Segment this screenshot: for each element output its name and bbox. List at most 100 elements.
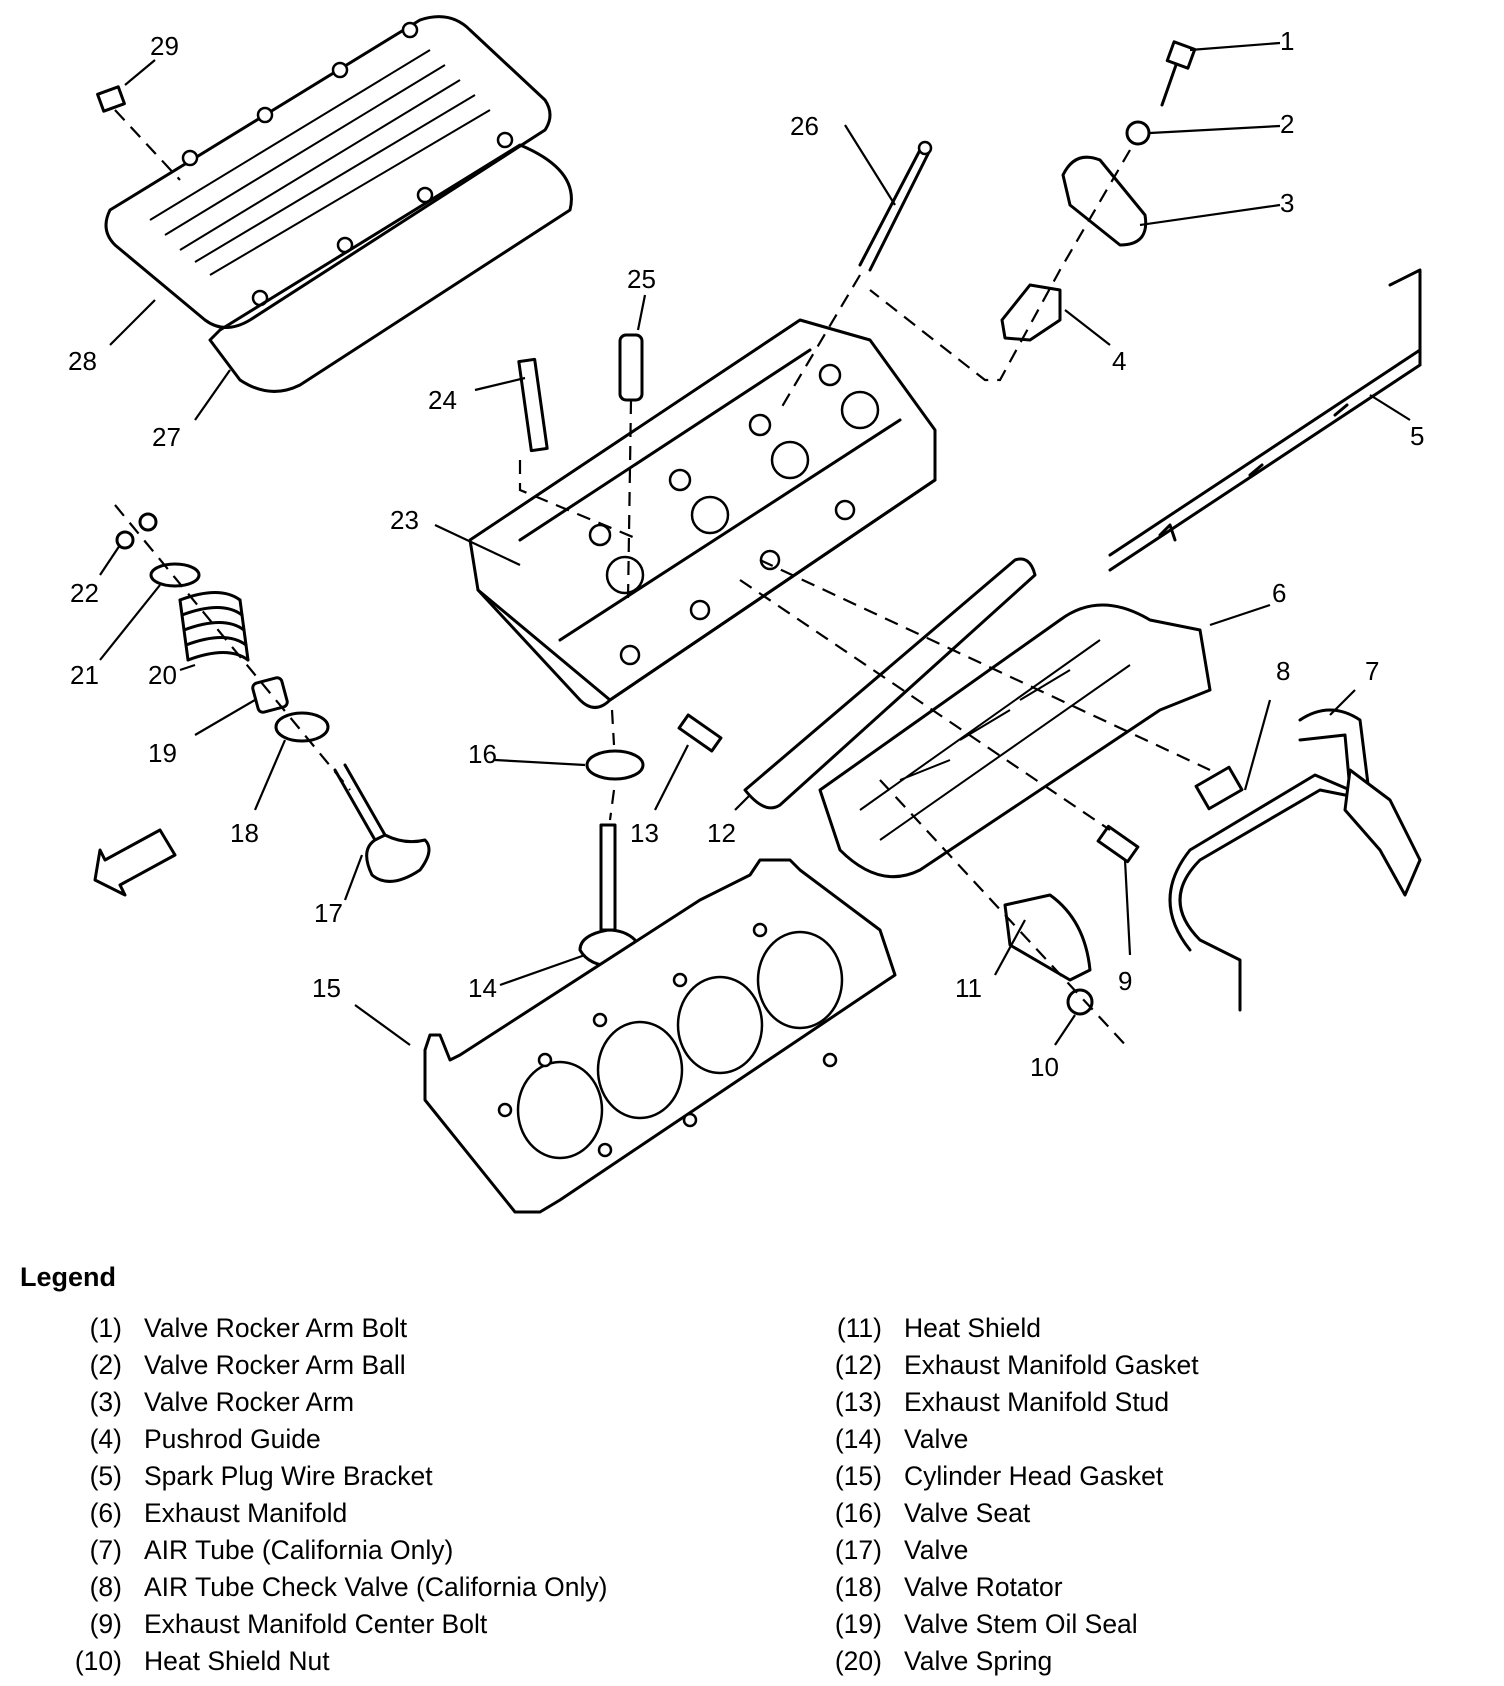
- legend-item-number: (4): [89, 1424, 122, 1454]
- legend-item: (15) Cylinder Head Gasket: [820, 1458, 1199, 1495]
- legend-item-number: (3): [89, 1387, 122, 1417]
- legend-item-number: (1): [89, 1313, 122, 1343]
- heat-shield-nut: [1066, 988, 1094, 1016]
- heat-shield-dash: [879, 779, 1131, 1051]
- rocker-cover-bolt: [96, 85, 181, 181]
- legend-item: (17) Valve: [820, 1532, 1199, 1569]
- rocker-arm-ball: [1125, 120, 1151, 146]
- gasket-dash: [759, 559, 1211, 771]
- valve-rocker-arm-cover: [104, 15, 552, 329]
- legend-item-number: (7): [89, 1535, 122, 1565]
- legend-title: Legend: [20, 1262, 117, 1292]
- callout-28: 28: [68, 346, 97, 376]
- legend-item: (12)Exhaust Manifold Gasket: [820, 1347, 1199, 1384]
- exhaust-manifold: [818, 603, 1212, 879]
- legend-item: (19) Valve Stem Oil Seal: [820, 1606, 1199, 1643]
- legend-item-label: Exhaust Manifold Center Bolt: [144, 1609, 488, 1639]
- legend-item: (10) Heat Shield Nut: [60, 1643, 607, 1680]
- callout-1: 1: [1280, 26, 1294, 56]
- callout-7: 7: [1365, 656, 1379, 686]
- exhaust-center-bolt: [1096, 824, 1140, 864]
- callout-10: 10: [1030, 1052, 1059, 1082]
- rocker-cover-gasket: [208, 143, 573, 393]
- head-bolt: [517, 357, 641, 542]
- dowel-sleeve: [618, 333, 644, 601]
- legend-item: (7) AIR Tube (California Only): [60, 1532, 607, 1569]
- legend-item-number: (8): [89, 1572, 122, 1602]
- pushrod: [779, 140, 933, 411]
- legend-item-number: (18): [834, 1572, 882, 1602]
- callout-17: 17: [314, 898, 343, 928]
- rocker-arm-bolt: [1160, 40, 1197, 107]
- legend-item: (9) Exhaust Manifold Center Bolt: [60, 1606, 607, 1643]
- valve-rotator: [274, 711, 330, 743]
- callout-5: 5: [1410, 421, 1424, 451]
- legend-item-label: Heat Shield: [904, 1313, 1042, 1343]
- valve-dash: [608, 709, 616, 821]
- legend-item-number: (11): [836, 1313, 882, 1343]
- callout-9: 9: [1118, 966, 1132, 996]
- legend-item-label: Valve Rotator: [904, 1572, 1063, 1602]
- legend-item-number: (19): [834, 1609, 882, 1639]
- spark-plug-wire-bracket: [1108, 268, 1422, 572]
- legend-item-label: Pushrod Guide: [144, 1424, 321, 1454]
- legend-item-label: AIR Tube (California Only): [144, 1535, 454, 1565]
- callout-22: 22: [70, 578, 99, 608]
- leader-lines: [99, 41, 1411, 1046]
- cylinder-head-gasket: [423, 858, 897, 1214]
- legend-item-number: (6): [89, 1498, 122, 1528]
- valve-train-dash: [114, 504, 351, 791]
- legend-item-number: (15): [834, 1461, 882, 1491]
- legend-item-number: (16): [834, 1498, 882, 1528]
- legend-item: (18) Valve Rotator: [820, 1569, 1199, 1606]
- callout-8: 8: [1276, 656, 1290, 686]
- legend-item-label: Cylinder Head Gasket: [904, 1461, 1164, 1491]
- legend-item: (20)Valve Spring: [820, 1643, 1199, 1680]
- callout-12: 12: [707, 818, 736, 848]
- legend-item-label: Heat Shield Nut: [144, 1646, 330, 1676]
- legend-item: (16)Valve Seat: [820, 1495, 1199, 1532]
- legend-item: (3)Valve Rocker Arm: [60, 1384, 607, 1421]
- callout-14: 14: [468, 973, 497, 1003]
- legend-item: (5)Spark Plug Wire Bracket: [60, 1458, 607, 1495]
- valve-spring-cap: [149, 562, 201, 588]
- callout-27: 27: [152, 422, 181, 452]
- callout-15: 15: [312, 973, 341, 1003]
- stud-dash: [739, 579, 1111, 831]
- exhaust-manifold-stud: [677, 713, 723, 753]
- callout-6: 6: [1272, 578, 1286, 608]
- valve-spring: [178, 591, 250, 662]
- legend-item-number: (10): [74, 1646, 122, 1676]
- rocker-arm: [1061, 155, 1148, 247]
- callout-3: 3: [1280, 188, 1294, 218]
- valve-seat: [585, 749, 645, 781]
- callout-29: 29: [150, 31, 179, 61]
- legend-item-number: (12): [834, 1350, 882, 1380]
- exhaust-valve: [333, 763, 431, 883]
- legend-item-number: (2): [89, 1350, 122, 1380]
- legend-list-right: (11) Heat Shield (12)Exhaust Manifold Gas…: [820, 1310, 1199, 1680]
- legend-item-number: (9): [89, 1609, 122, 1639]
- legend-item-number: (5): [89, 1461, 122, 1491]
- callout-21: 21: [70, 660, 99, 690]
- valve-keeper-2: [138, 512, 158, 532]
- front-direction-arrow: [93, 828, 177, 897]
- callout-16: 16: [468, 739, 497, 769]
- legend-item-label: AIR Tube Check Valve (California Only): [144, 1572, 608, 1602]
- legend-list-left: (1)Valve Rocker Arm Bolt (2)Valve Rocker…: [60, 1310, 608, 1680]
- callout-13: 13: [630, 818, 659, 848]
- legend-item-label: Valve Stem Oil Seal: [904, 1609, 1138, 1639]
- cylinder-head: [468, 318, 937, 709]
- pushrod-guide: [1000, 283, 1062, 342]
- legend-item-label: Valve: [904, 1535, 969, 1565]
- legend-item-label: Exhaust Manifold: [144, 1498, 348, 1528]
- air-tube: [1168, 708, 1372, 1012]
- callout-23: 23: [390, 505, 419, 535]
- legend-item-label: Valve: [904, 1424, 969, 1454]
- legend-item-label: Valve Rocker Arm Bolt: [144, 1313, 408, 1343]
- legend-item-number: (17): [834, 1535, 882, 1565]
- legend-item-number: (14): [834, 1424, 882, 1454]
- callout-24: 24: [428, 385, 457, 415]
- callout-18: 18: [230, 818, 259, 848]
- legend-item-number: (20): [834, 1646, 882, 1676]
